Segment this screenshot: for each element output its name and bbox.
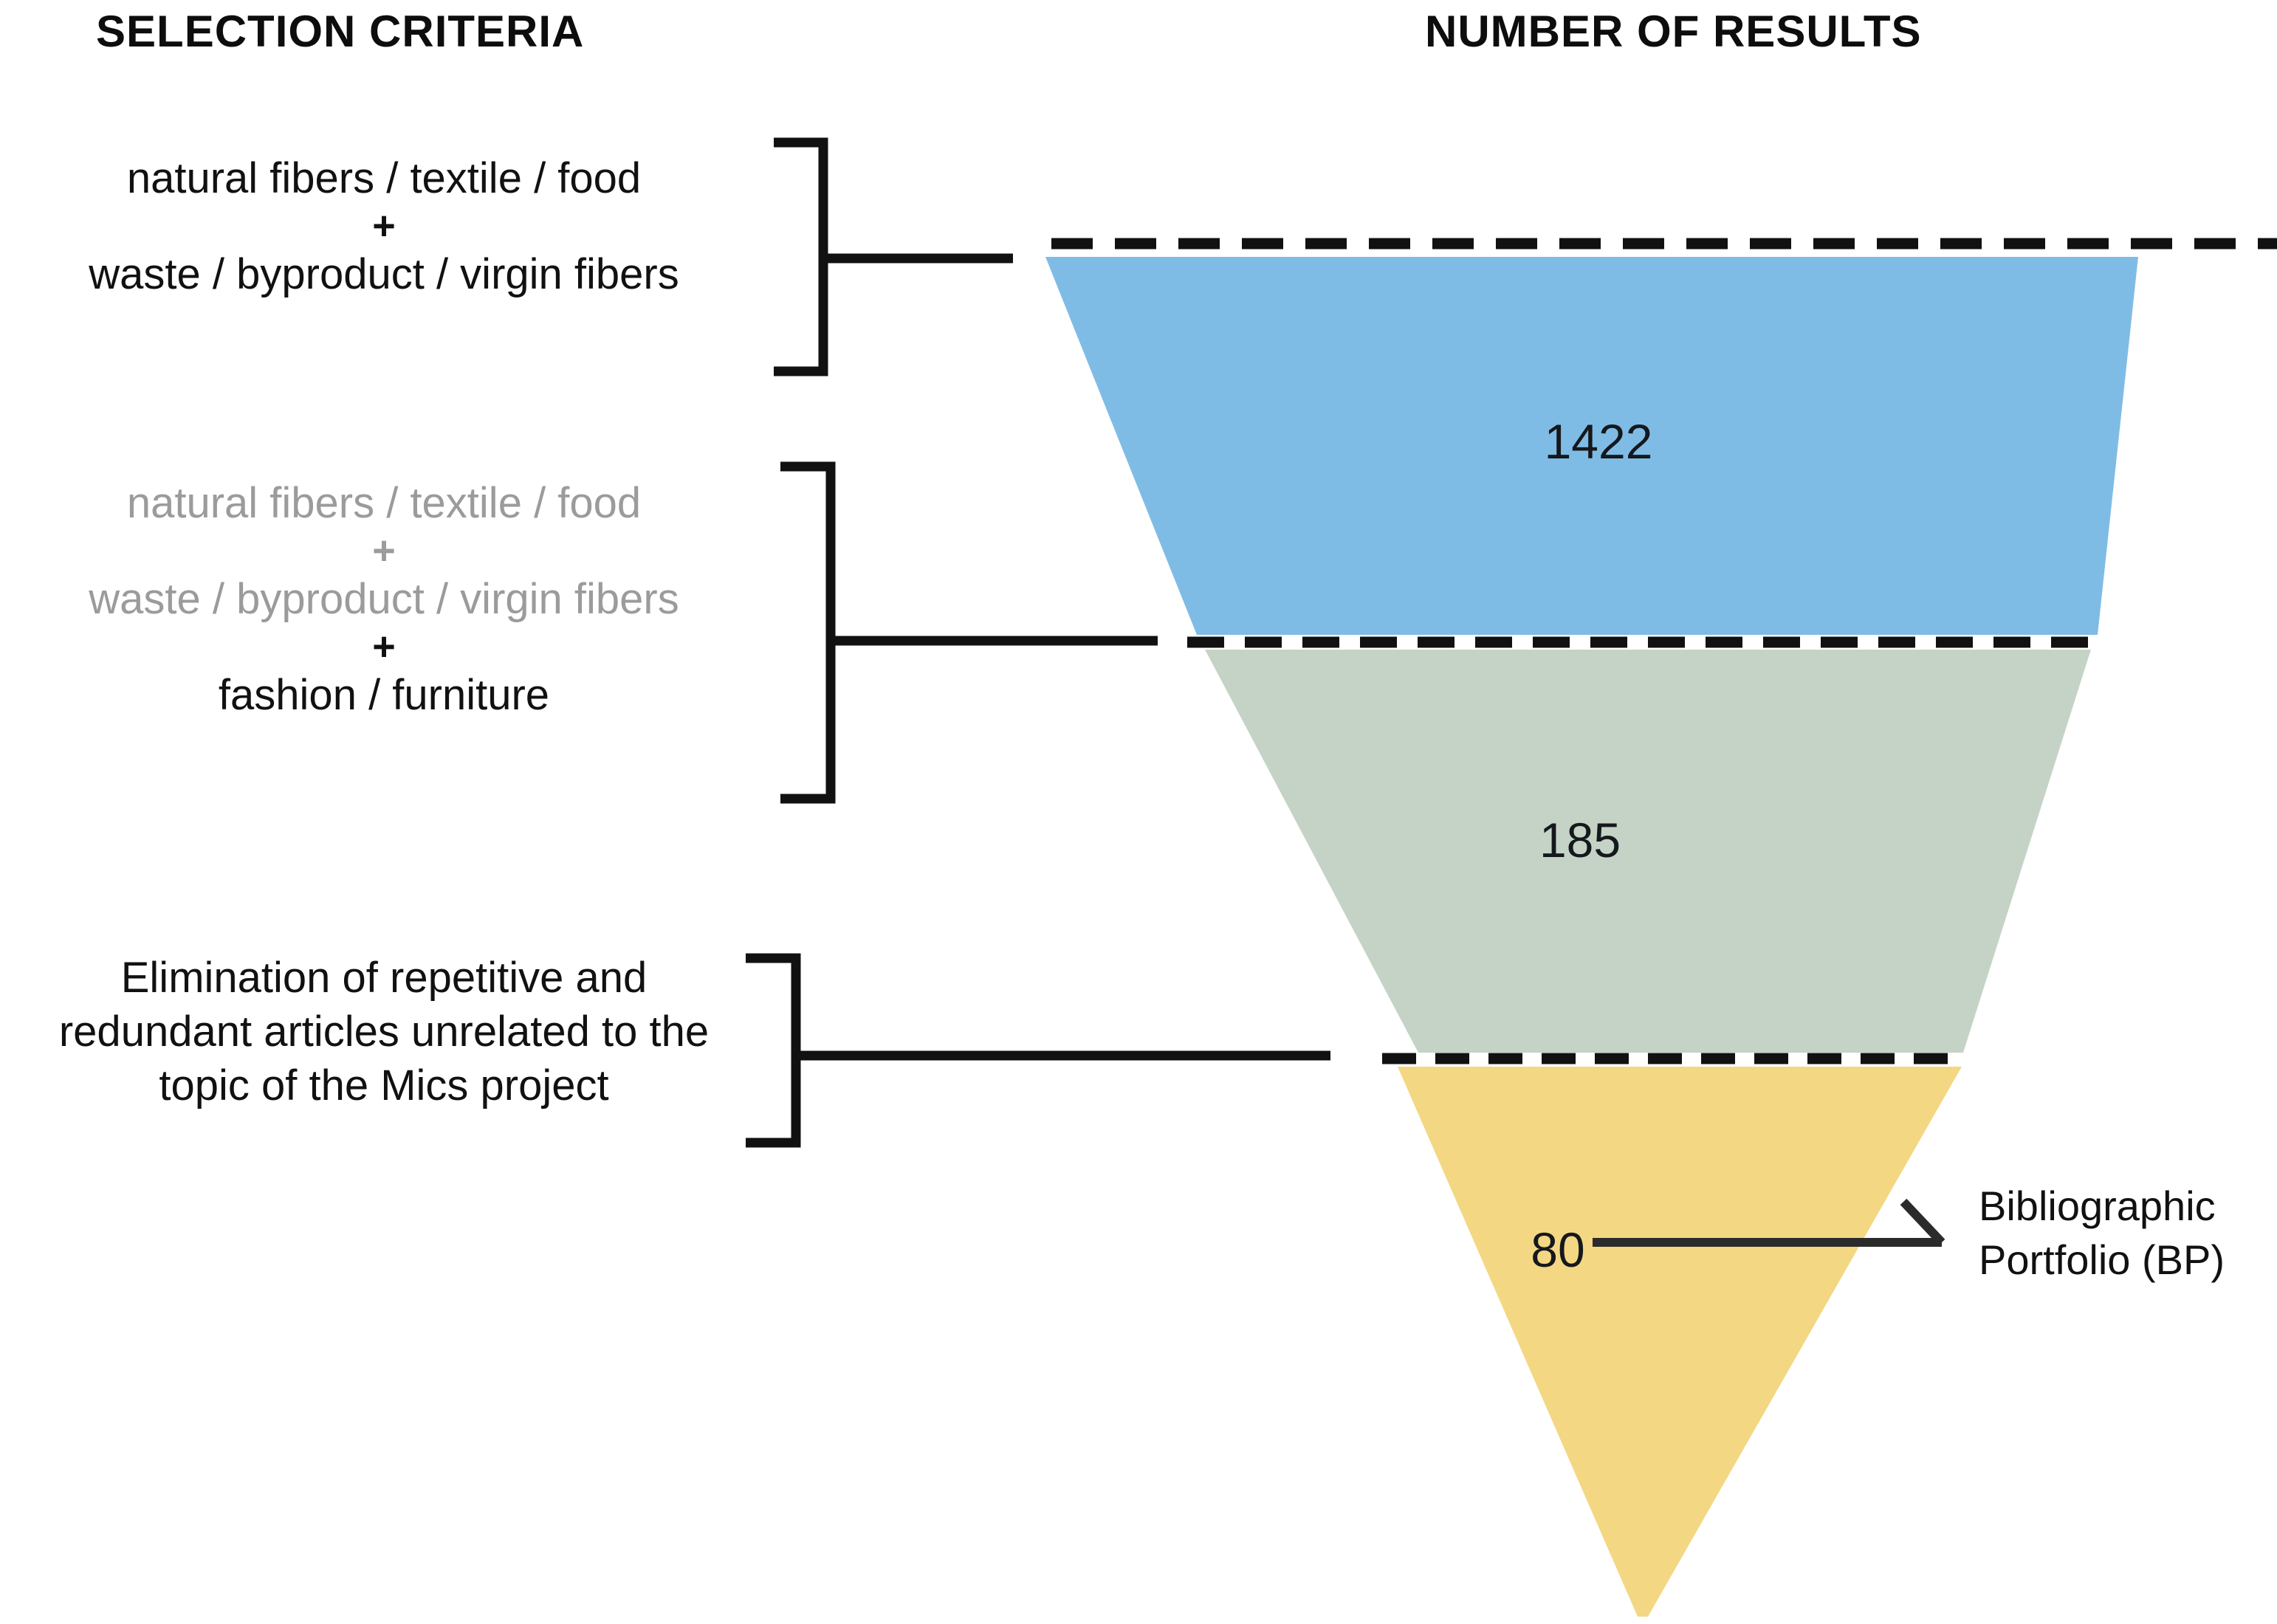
bracket-stage-3 [746, 953, 1330, 1148]
criteria-line: redundant articles unrelated to the [58, 1008, 710, 1056]
criteria-line: topic of the Mics project [159, 1062, 609, 1110]
criteria-line: fashion / furniture [218, 670, 550, 719]
criteria-block-stage-1: natural fibers / textile / food + waste … [0, 151, 768, 301]
plus-operator-icon: + [372, 624, 396, 669]
plus-operator-icon-muted: + [372, 529, 396, 574]
criteria-block-stage-3: Elimination of repetitive and redundant … [0, 951, 768, 1112]
criteria-line: waste / byproduct / virgin fibers [89, 250, 679, 298]
annotation-line-1: Bibliographic [1979, 1183, 2216, 1229]
selection-criteria-header: SELECTION CRITERIA [96, 7, 585, 56]
annotation-line-2: Portfolio (BP) [1979, 1236, 2225, 1283]
bracket-stage-1 [774, 137, 1013, 376]
funnel-segment-stage-2 [1205, 650, 2091, 1053]
funnel-value-stage-3: 80 [1531, 1222, 1585, 1277]
funnel-value-stage-1: 1422 [1544, 414, 1653, 469]
funnel-value-stage-2: 185 [1539, 813, 1621, 867]
plus-operator-icon: + [372, 204, 396, 249]
criteria-line-muted: natural fibers / textile / food [126, 479, 642, 527]
funnel-segment-stage-3 [1398, 1067, 1962, 1617]
funnel-segment-stage-1 [1045, 257, 2138, 635]
criteria-line-muted: waste / byproduct / virgin fibers [89, 574, 679, 623]
number-of-results-header: NUMBER OF RESULTS [1425, 7, 1922, 56]
annotation-arrow-icon [1593, 1198, 1945, 1247]
criteria-block-stage-2: natural fibers / textile / food + waste … [0, 476, 768, 722]
criteria-line: natural fibers / textile / food [126, 154, 642, 202]
criteria-line: Elimination of repetitive and [120, 954, 648, 1002]
bracket-stage-2 [780, 461, 1158, 804]
bibliographic-portfolio-annotation: Bibliographic Portfolio (BP) [1979, 1180, 2274, 1287]
